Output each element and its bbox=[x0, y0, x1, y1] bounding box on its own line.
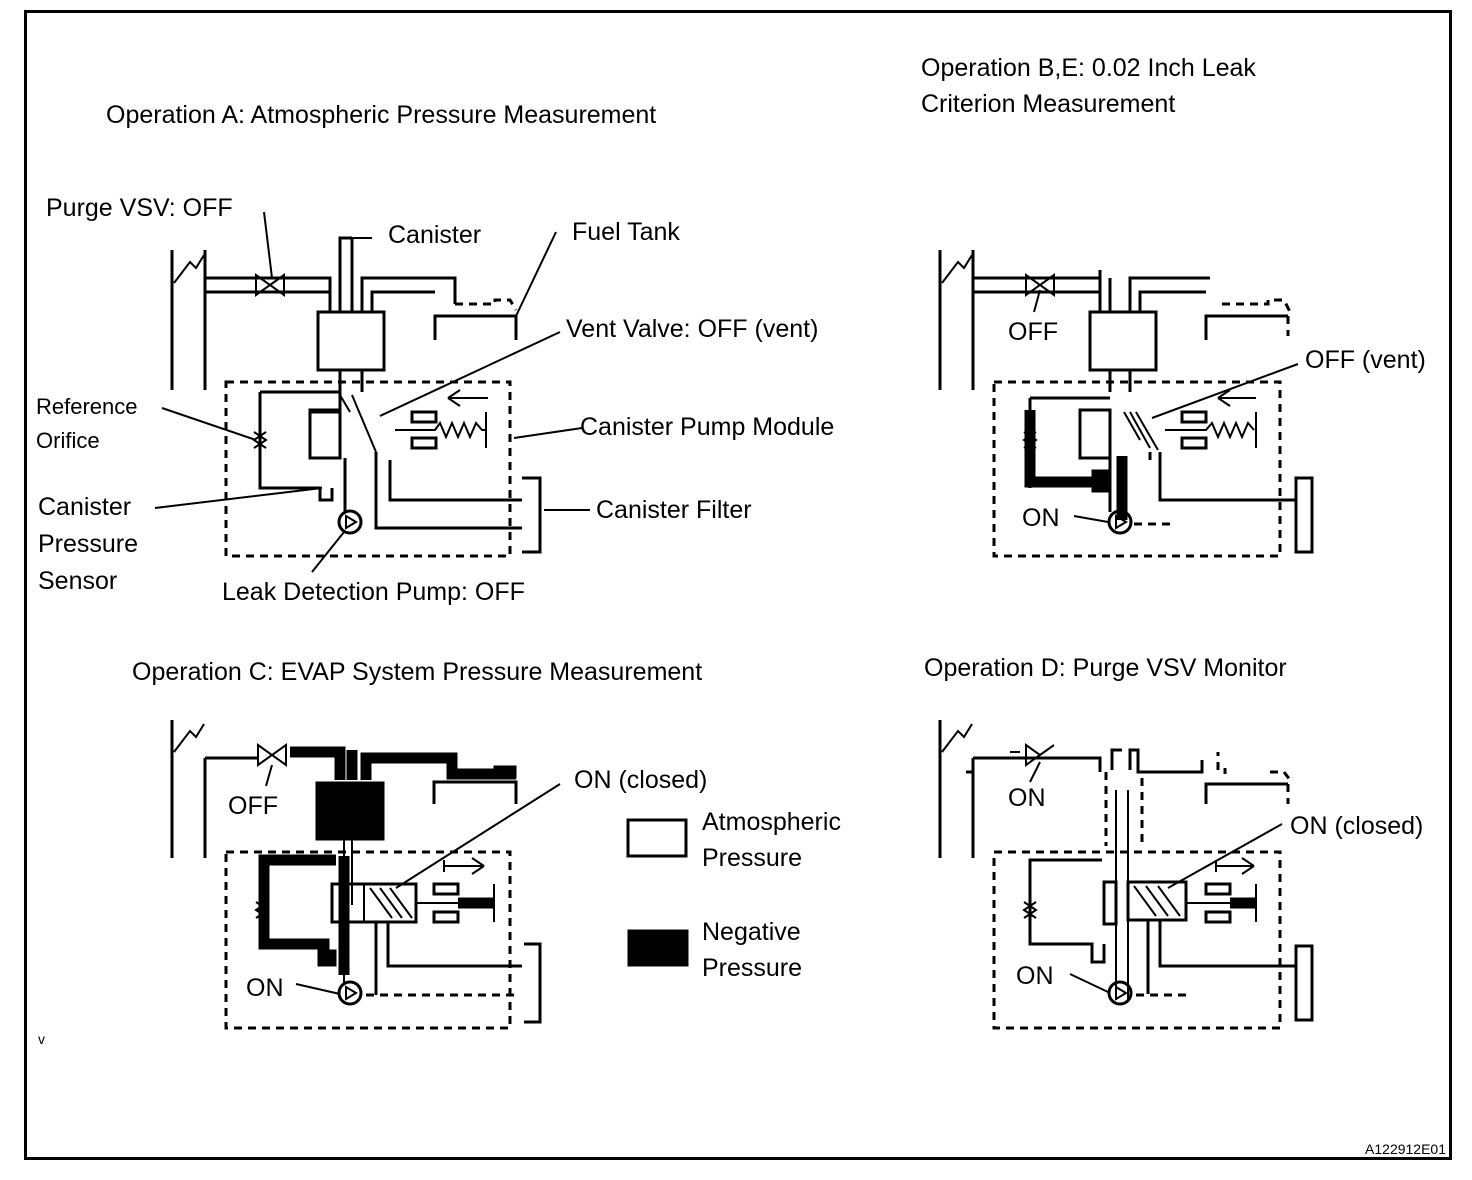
legend-negative-swatch bbox=[627, 929, 689, 967]
figure-frame bbox=[24, 10, 1452, 1160]
canister-label: Canister bbox=[388, 221, 481, 249]
op-c-vsv-label: OFF bbox=[228, 792, 278, 820]
op-d-title: Operation D: Purge VSV Monitor bbox=[924, 654, 1287, 682]
op-c-title: Operation C: EVAP System Pressure Measur… bbox=[132, 658, 702, 686]
panel-operation-a: Operation A: Atmospheric Pressure Measur… bbox=[36, 101, 834, 606]
reference-orifice-icon bbox=[1022, 431, 1038, 449]
canister-filter bbox=[1294, 944, 1314, 1022]
op-be-vsv-label: OFF bbox=[1008, 318, 1058, 346]
canister bbox=[1088, 310, 1158, 372]
op-c-pump-label: ON bbox=[246, 974, 284, 1002]
legend-atmospheric-line1: Atmospheric bbox=[702, 808, 841, 836]
panel-operation-be: Operation B,E: 0.02 Inch Leak Criterion … bbox=[921, 54, 1426, 558]
purge-vsv-icon bbox=[1010, 743, 1055, 767]
op-be-vent-label: OFF (vent) bbox=[1305, 346, 1426, 374]
leak-pump-icon bbox=[337, 509, 363, 535]
canister-filter bbox=[1294, 476, 1314, 554]
sensor-label-3: Sensor bbox=[38, 567, 117, 595]
leak-pump-icon bbox=[1107, 509, 1133, 535]
op-d-vsv-label: ON bbox=[1008, 784, 1046, 812]
op-be-title-line1: Operation B,E: 0.02 Inch Leak bbox=[921, 54, 1256, 82]
fuel-tank-label: Fuel Tank bbox=[572, 218, 680, 246]
legend-negative-line2: Pressure bbox=[702, 954, 802, 982]
purge-vsv-icon bbox=[255, 273, 285, 297]
figure-code: A122912E01 bbox=[1365, 1141, 1446, 1157]
purge-vsv-label: Purge VSV: OFF bbox=[46, 194, 233, 222]
canister-pump-module bbox=[224, 850, 512, 1030]
op-d-vent-label: ON (closed) bbox=[1290, 812, 1423, 840]
op-be-title-line2: Criterion Measurement bbox=[921, 90, 1175, 118]
op-c-vent-label: ON (closed) bbox=[574, 766, 707, 794]
vent-valve-label: Vent Valve: OFF (vent) bbox=[566, 315, 818, 343]
canister-pump-module bbox=[992, 380, 1282, 558]
canister-filter-label: Canister Filter bbox=[596, 496, 752, 524]
legend-atmospheric-line2: Pressure bbox=[702, 844, 802, 872]
panel-operation-c: Operation C: EVAP System Pressure Measur… bbox=[132, 658, 707, 1030]
panel-operation-d: Operation D: Purge VSV Monitor ON ON (cl… bbox=[924, 654, 1423, 1030]
reference-orifice-label-2: Orifice bbox=[36, 428, 100, 453]
reference-orifice-icon bbox=[1022, 901, 1038, 919]
leak-pump-label: Leak Detection Pump: OFF bbox=[222, 578, 525, 606]
reference-orifice-icon bbox=[254, 901, 270, 919]
stray-mark: v bbox=[38, 1031, 45, 1047]
legend-atmospheric-swatch bbox=[626, 818, 688, 858]
purge-vsv-icon bbox=[257, 743, 287, 767]
reference-orifice-label-1: Reference bbox=[36, 394, 138, 419]
canister-pump-module bbox=[992, 850, 1282, 1030]
canister bbox=[315, 781, 385, 841]
op-be-pump-label: ON bbox=[1022, 504, 1060, 532]
op-a-title: Operation A: Atmospheric Pressure Measur… bbox=[106, 101, 656, 129]
sensor-label-2: Pressure bbox=[38, 530, 138, 558]
pump-module-label: Canister Pump Module bbox=[580, 413, 834, 441]
sensor-label-1: Canister bbox=[38, 493, 131, 521]
legend-negative-line1: Negative bbox=[702, 918, 801, 946]
op-d-pump-label: ON bbox=[1016, 962, 1054, 990]
leak-pump-icon bbox=[1107, 980, 1133, 1006]
canister bbox=[316, 310, 386, 372]
canister-pump-module bbox=[224, 380, 512, 558]
legend: Atmospheric Pressure Negative Pressure bbox=[626, 808, 841, 982]
purge-vsv-icon bbox=[1025, 273, 1055, 297]
